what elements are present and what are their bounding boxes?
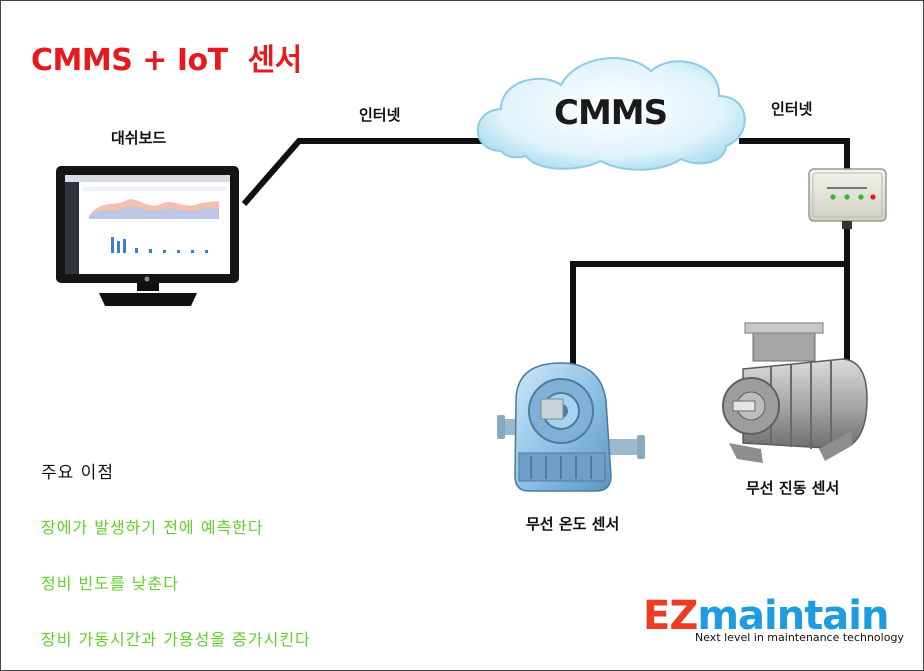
benefit-item: 장비 가동시간과 가용성을 증가시킨다 xyxy=(41,630,311,649)
page-title: CMMS + IoT 센서 xyxy=(31,43,302,78)
cmms-cloud xyxy=(476,57,746,171)
monitor-icon xyxy=(56,166,239,306)
line-cloud-to-gateway xyxy=(739,138,850,171)
temp-sensor-label: 무선 온도 센서 xyxy=(526,515,620,533)
logo-tagline: Next level in maintenance technology xyxy=(695,631,904,644)
benefit-item: 정비 빈도를 낮춘다 xyxy=(41,574,179,593)
logo-ez: EZ xyxy=(643,593,698,639)
internet-label-right: 인터넷 xyxy=(771,100,813,118)
ezmaintain-logo: EZmaintain xyxy=(643,593,890,639)
gearbox-icon xyxy=(497,362,645,492)
line-to-temp-sensor xyxy=(570,261,847,371)
cloud-label: CMMS xyxy=(554,93,668,133)
benefits-title: 주요 이점 xyxy=(41,463,114,483)
logo-maintain: maintain xyxy=(697,593,889,639)
motor-icon xyxy=(722,322,868,463)
internet-label-left: 인터넷 xyxy=(359,106,401,124)
connection-lines xyxy=(241,138,850,441)
benefit-item: 장에가 발생하기 전에 예측한다 xyxy=(41,518,264,537)
vib-sensor-label: 무선 진동 센서 xyxy=(746,479,840,497)
line-dashboard-to-cloud xyxy=(241,138,489,206)
dashboard-label: 대쉬보드 xyxy=(111,129,167,147)
gateway-device-icon xyxy=(808,168,887,229)
